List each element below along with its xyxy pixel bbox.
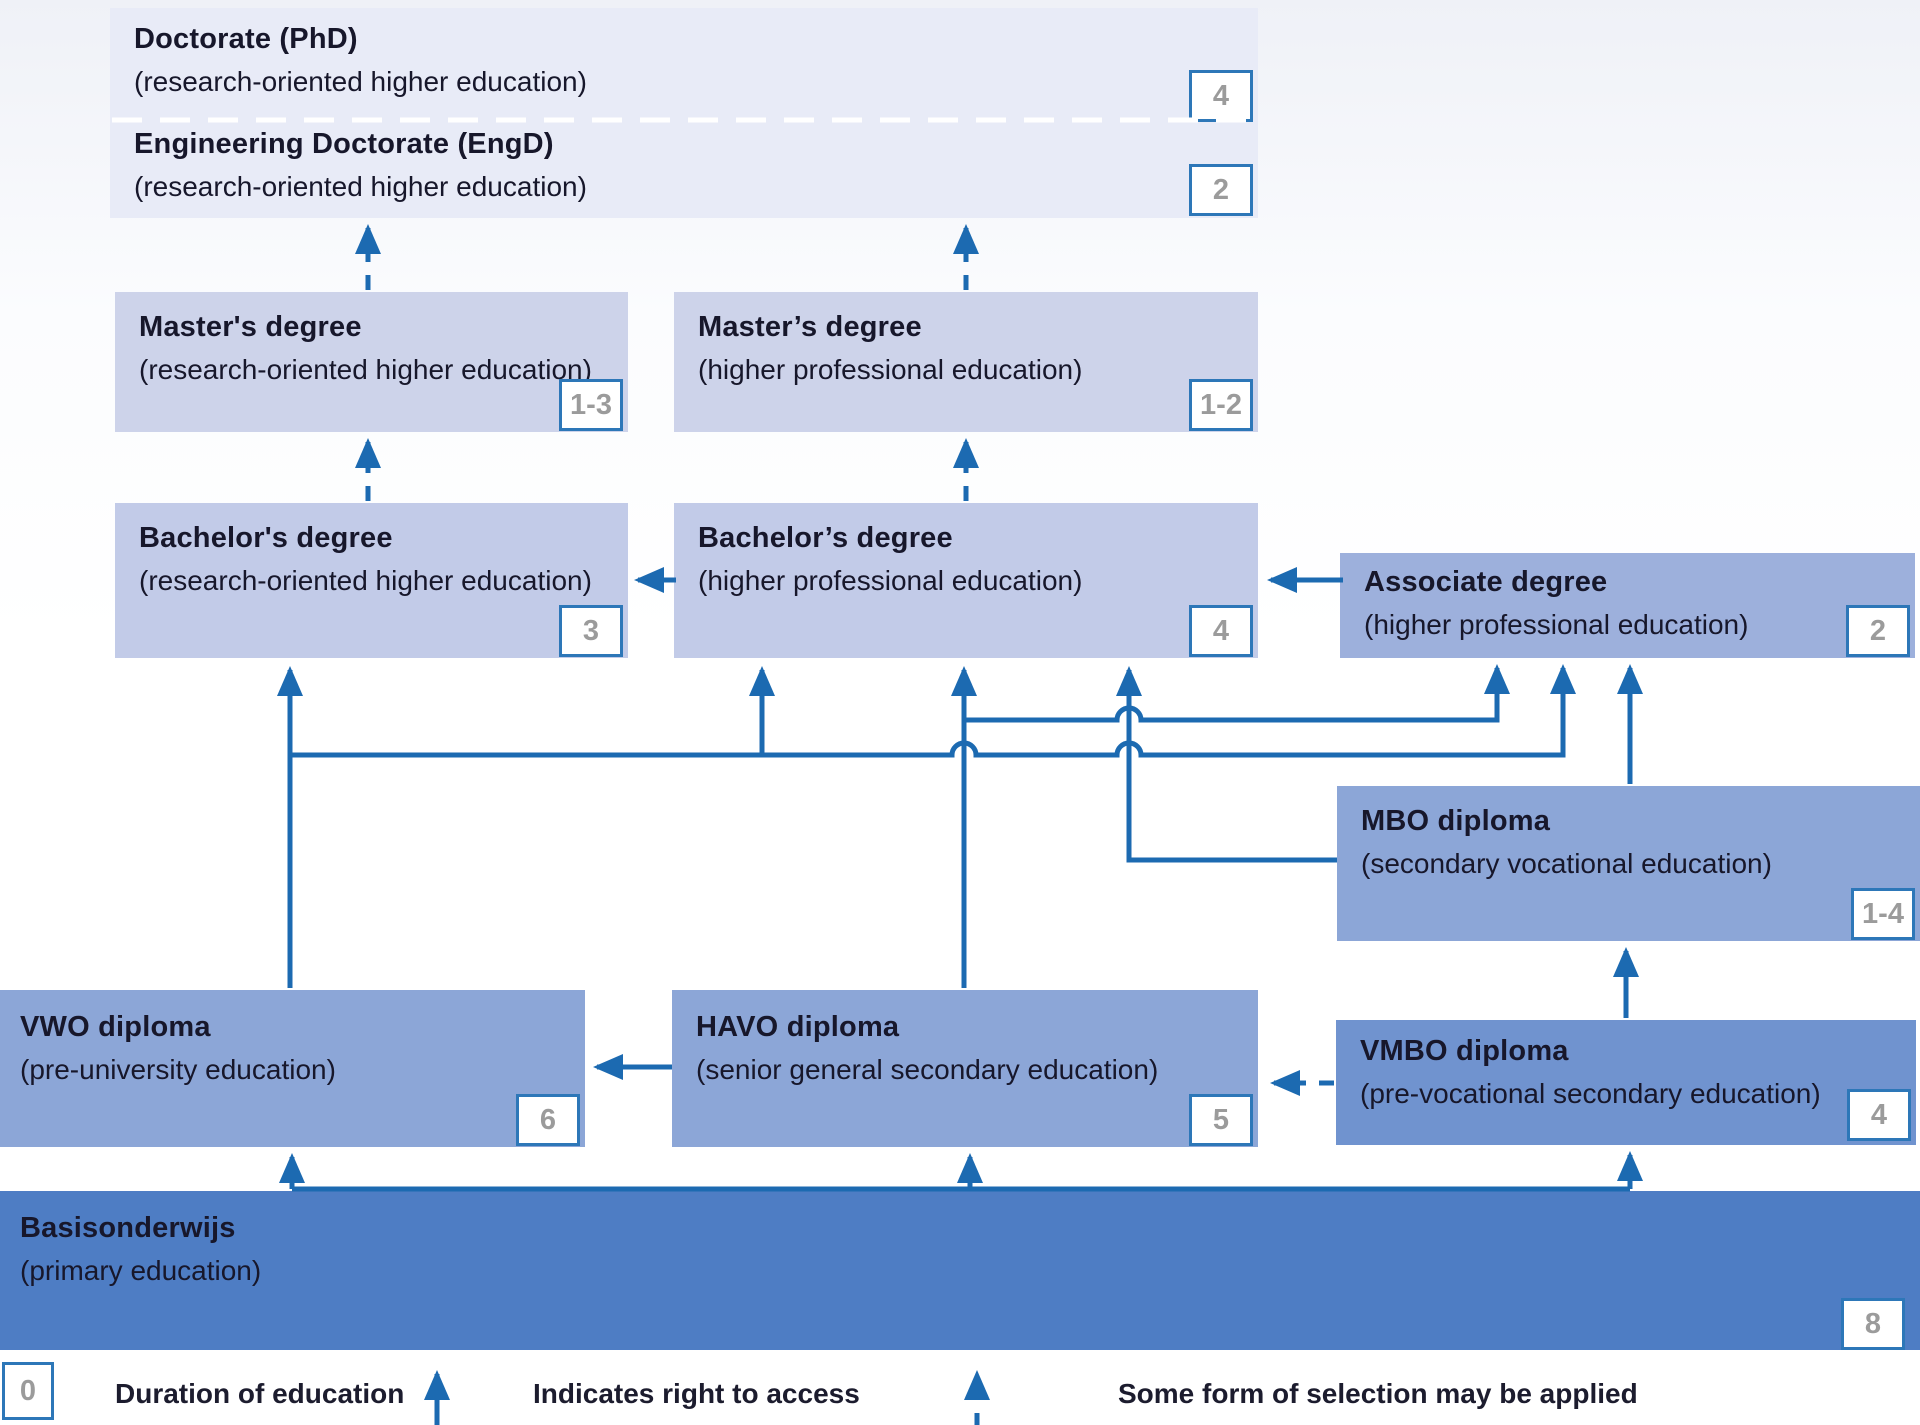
box-title: Master’s degree [698,311,922,343]
box-subtitle: (higher professional education) [698,565,1083,596]
duration-badge: 1-2 [1189,379,1253,431]
box-subtitle: (senior general secondary education) [696,1054,1159,1085]
duration-badge: 6 [516,1094,580,1146]
box-title: HAVO diploma [696,1011,900,1043]
box-subtitle: (higher professional education) [1364,609,1749,640]
box-subtitle: (research-oriented higher education) [134,171,587,202]
legend-duration-badge: 0 [2,1362,54,1420]
legend-duration-label: Duration of education [115,1378,405,1409]
box-title: MBO diploma [1361,805,1551,837]
duration-badge: 4 [1189,70,1253,122]
duration-badge: 3 [559,605,623,657]
box-doctorate-engd: Doctorate (PhD) (research-oriented highe… [110,8,1258,218]
box-vwo-diploma: VWO diploma (pre-university education) 6 [0,990,585,1147]
duration-badge: 5 [1189,1094,1253,1146]
box-title: VWO diploma [20,1011,211,1043]
duration-badge: 1-3 [559,379,623,431]
box-basisonderwijs: Basisonderwijs (primary education) 8 [0,1191,1920,1350]
doctorate-section: Doctorate (PhD) (research-oriented highe… [110,8,1258,113]
box-title: Bachelor’s degree [698,522,953,554]
box-title: Doctorate (PhD) [134,23,358,55]
box-master-wo: Master's degree (research-oriented highe… [115,292,628,432]
box-vmbo-diploma: VMBO diploma (pre-vocational secondary e… [1336,1020,1916,1145]
box-title: Bachelor's degree [139,522,393,554]
box-subtitle: (primary education) [20,1255,262,1286]
duration-badge: 4 [1189,605,1253,657]
duration-badge: 1-4 [1851,888,1915,940]
box-title: Engineering Doctorate (EngD) [134,128,554,160]
arrow-vwo-line-to-associate [290,664,1576,758]
engd-section: Engineering Doctorate (EngD) (research-o… [110,113,1258,218]
box-bachelor-hbo: Bachelor’s degree (higher professional e… [674,503,1258,658]
box-subtitle: (research-oriented higher education) [139,565,592,596]
arrow-mbo-to-bachelor-hbo [1116,666,1337,863]
box-subtitle: (research-oriented higher education) [139,354,592,385]
box-subtitle: (pre-vocational secondary education) [1360,1078,1821,1109]
box-title: Master's degree [139,311,362,343]
box-subtitle: (secondary vocational education) [1361,848,1772,879]
box-subtitle: (research-oriented higher education) [134,66,587,97]
box-mbo-diploma: MBO diploma (secondary vocational educat… [1337,786,1920,941]
legend-access-label: Indicates right to access [533,1378,860,1409]
box-title: Basisonderwijs [20,1212,236,1244]
box-master-hbo: Master’s degree (higher professional edu… [674,292,1258,432]
duration-badge: 2 [1846,605,1910,657]
box-title: VMBO diploma [1360,1035,1569,1067]
arrow-havo-line-to-associate [964,664,1510,723]
duration-badge: 8 [1841,1298,1905,1350]
box-title: Associate degree [1364,566,1608,598]
legend-selection-label: Some form of selection may be applied [1118,1378,1638,1409]
duration-badge: 2 [1189,164,1253,216]
duration-badge: 4 [1847,1089,1911,1141]
box-bachelor-wo: Bachelor's degree (research-oriented hig… [115,503,628,658]
box-havo-diploma: HAVO diploma (senior general secondary e… [672,990,1258,1147]
box-subtitle: (pre-university education) [20,1054,336,1085]
box-subtitle: (higher professional education) [698,354,1083,385]
box-associate-degree: Associate degree (higher professional ed… [1340,553,1915,658]
